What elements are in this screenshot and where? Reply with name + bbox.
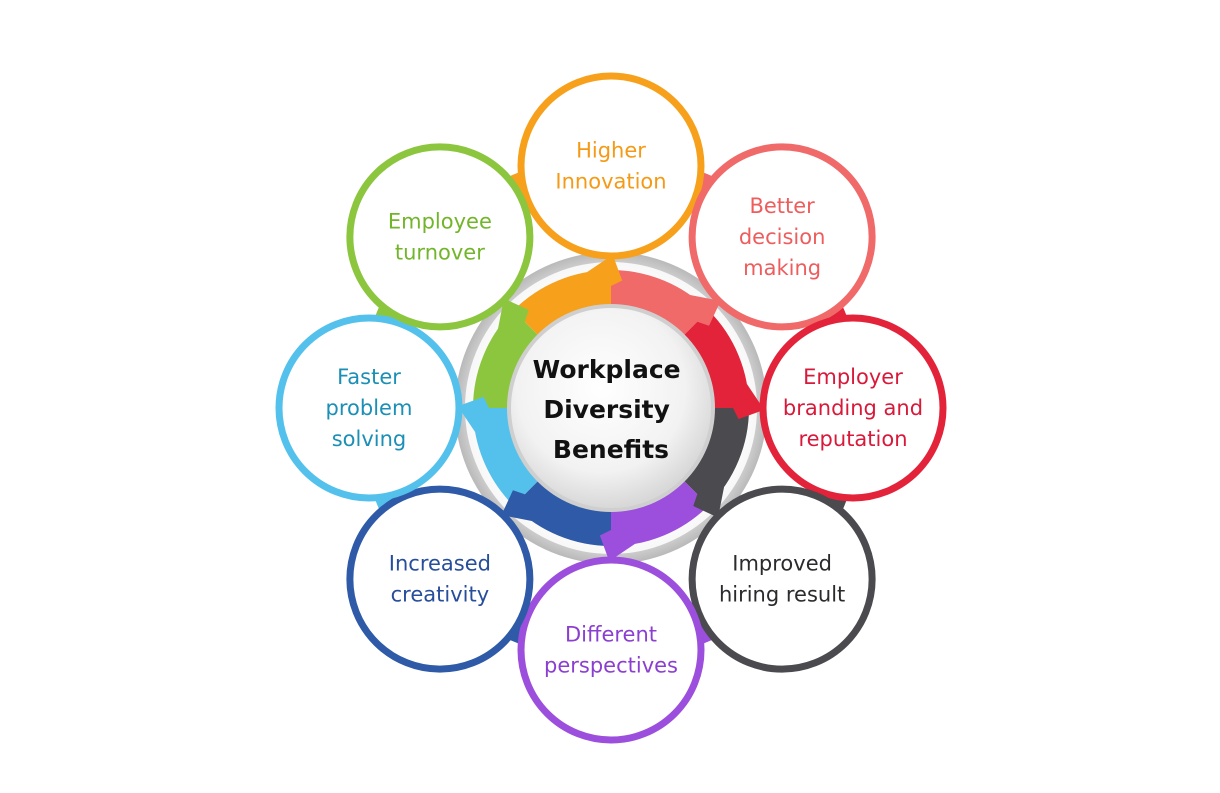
sector-faster-problem-solving bbox=[472, 408, 542, 506]
node-label-line: making bbox=[743, 256, 821, 280]
arrow-faster-problem-solving bbox=[453, 396, 489, 420]
node-label: Employee turnover bbox=[388, 209, 492, 264]
node-label-line: Different bbox=[565, 623, 657, 647]
node-label: Different perspectives bbox=[544, 623, 678, 678]
node-circle bbox=[688, 143, 876, 331]
node-label: Better decision making bbox=[739, 194, 826, 280]
arrow-higher-innovation bbox=[599, 250, 623, 286]
center-hub bbox=[507, 304, 715, 512]
node-label-line: Employee bbox=[388, 209, 492, 233]
sector-better-decision-making bbox=[611, 270, 709, 339]
node-circle bbox=[688, 485, 876, 673]
node-circle bbox=[759, 314, 947, 502]
arrows bbox=[453, 250, 769, 566]
node-label-line: problem bbox=[326, 396, 413, 420]
node-circle bbox=[517, 556, 705, 744]
node-faster-problem-solving: Faster problem solving bbox=[275, 314, 463, 502]
node-employer-branding: Employer branding and reputation bbox=[759, 314, 947, 502]
arrow-better-decision-making bbox=[693, 296, 723, 326]
node-label: Faster problem solving bbox=[326, 365, 413, 451]
node-label-line: Employer bbox=[803, 365, 903, 389]
node-label-line: hiring result bbox=[719, 583, 845, 607]
node-label-line: turnover bbox=[395, 240, 485, 264]
node-label-line: solving bbox=[332, 427, 407, 451]
sector-higher-innovation bbox=[513, 270, 611, 339]
center-title-line-3: Benefits bbox=[553, 435, 669, 464]
sector-different-perspectives bbox=[611, 477, 709, 546]
node-label-line: Better bbox=[749, 194, 815, 218]
center-title: Workplace Diversity Benefits bbox=[533, 355, 690, 464]
node-label-line: Innovation bbox=[555, 170, 666, 194]
node-circle bbox=[517, 72, 705, 260]
node-label-line: branding and bbox=[783, 396, 923, 420]
node-better-decision-making: Better decision making bbox=[688, 143, 876, 331]
node-employee-turnover: Employee turnover bbox=[346, 143, 534, 331]
arrow-improved-hiring bbox=[693, 490, 723, 520]
arrow-different-perspectives bbox=[599, 530, 623, 566]
node-label-line: Increased bbox=[389, 552, 491, 576]
node-label: Employer branding and reputation bbox=[783, 365, 923, 451]
node-label-line: decision bbox=[739, 225, 826, 249]
arrow-employer-branding bbox=[733, 396, 769, 420]
node-different-perspectives: Different perspectives bbox=[517, 556, 705, 744]
node-label-line: perspectives bbox=[544, 654, 678, 678]
sector-increased-creativity bbox=[513, 477, 611, 546]
sector-employee-turnover bbox=[473, 310, 542, 408]
arrow-increased-creativity bbox=[499, 490, 529, 520]
node-label-line: Faster bbox=[337, 365, 401, 389]
node-label: Improved hiring result bbox=[719, 552, 845, 607]
node-label-line: Improved bbox=[732, 552, 832, 576]
node-circle bbox=[275, 314, 463, 502]
node-label-line: creativity bbox=[391, 583, 490, 607]
node-label-line: Higher bbox=[576, 139, 646, 163]
sector-improved-hiring bbox=[680, 408, 749, 506]
node-label-line: reputation bbox=[798, 427, 907, 451]
center-title-line-1: Workplace bbox=[533, 355, 681, 384]
node-increased-creativity: Increased creativity bbox=[346, 485, 534, 673]
node-label: Increased creativity bbox=[389, 552, 491, 607]
arrow-employee-turnover bbox=[499, 296, 529, 326]
hub-disc bbox=[511, 308, 711, 508]
node-circle bbox=[346, 143, 534, 331]
node-circle bbox=[346, 485, 534, 673]
node-improved-hiring: Improved hiring result bbox=[688, 485, 876, 673]
center-title-line-2: Diversity bbox=[543, 395, 670, 424]
sector-employer-branding bbox=[680, 310, 749, 408]
